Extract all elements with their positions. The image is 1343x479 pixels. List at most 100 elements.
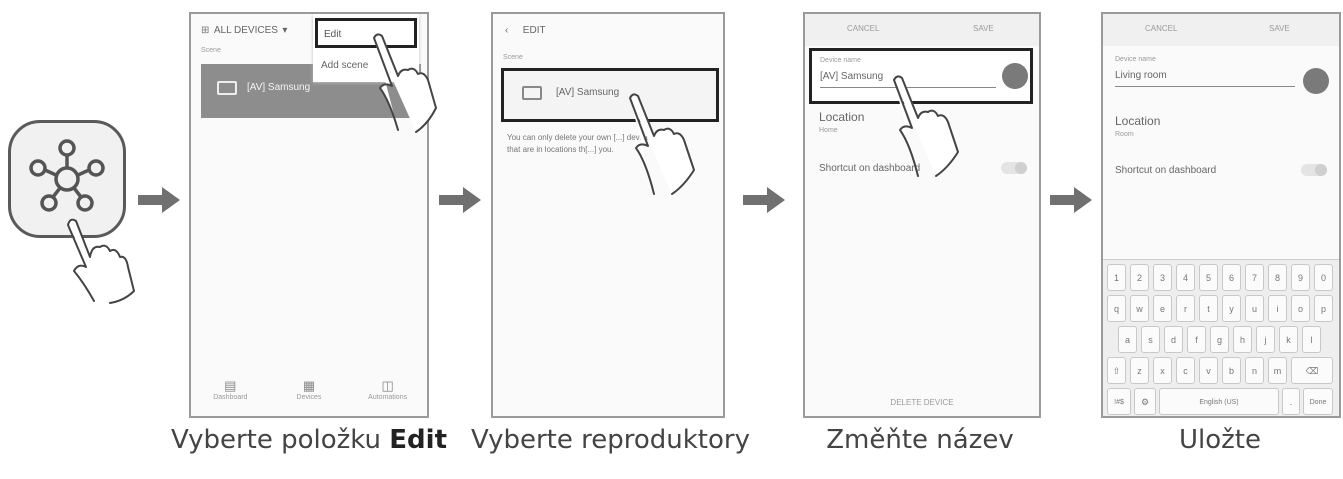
icon-button[interactable]: [1002, 63, 1028, 89]
symbols-key[interactable]: !#$: [1107, 388, 1131, 415]
key[interactable]: 9: [1291, 264, 1310, 291]
action-bar: CANCEL SAVE: [1103, 14, 1339, 46]
key[interactable]: d: [1164, 326, 1183, 353]
key[interactable]: q: [1107, 295, 1126, 322]
menu-item-add-scene[interactable]: Add scene: [321, 60, 369, 71]
cancel-button[interactable]: CANCEL: [847, 24, 880, 33]
key[interactable]: y: [1222, 295, 1241, 322]
icon-button[interactable]: [1303, 68, 1329, 94]
key[interactable]: g: [1210, 326, 1229, 353]
key[interactable]: o: [1291, 295, 1310, 322]
caption-step-3: Změňte název: [826, 425, 1014, 455]
field-label: Device name: [1115, 56, 1156, 63]
key[interactable]: x: [1153, 357, 1172, 384]
menu-item-edit[interactable]: Edit: [315, 18, 417, 48]
key[interactable]: z: [1130, 357, 1149, 384]
all-devices-header[interactable]: ⊞ ALL DEVICES ▾: [201, 20, 287, 38]
edit-title: EDIT: [522, 25, 546, 36]
settings-icon[interactable]: ⚙: [1134, 388, 1156, 415]
key[interactable]: j: [1256, 326, 1275, 353]
field-label: Device name: [820, 57, 861, 64]
key[interactable]: s: [1141, 326, 1160, 353]
caption-bold: Edit: [389, 425, 448, 455]
period-key[interactable]: .: [1282, 388, 1300, 415]
tv-icon: [217, 81, 237, 95]
nav-dashboard[interactable]: ▤Dashboard: [200, 378, 260, 401]
shortcut-toggle[interactable]: [1301, 164, 1327, 176]
key[interactable]: i: [1268, 295, 1287, 322]
delete-note: You can only delete your own [...] devic…: [507, 133, 654, 154]
section-label: Scene: [503, 54, 523, 61]
arrow-right-icon: [439, 187, 481, 213]
backspace-key[interactable]: ⌫: [1291, 357, 1333, 384]
key[interactable]: t: [1199, 295, 1218, 322]
field-underline: [1115, 86, 1295, 87]
key[interactable]: 7: [1245, 264, 1264, 291]
bottom-nav: ▤Dashboard ▦Devices ◫Automations: [191, 378, 427, 401]
key[interactable]: n: [1245, 357, 1264, 384]
device-name-input[interactable]: Living room: [1115, 70, 1167, 81]
automations-icon: ◫: [381, 378, 394, 393]
nav-devices[interactable]: ▦Devices: [279, 378, 339, 401]
shortcut-label: Shortcut on dashboard: [819, 163, 921, 174]
arrow-right-icon: [743, 187, 785, 213]
key[interactable]: 0: [1314, 264, 1333, 291]
nav-label: Automations: [368, 394, 408, 401]
screen-save: CANCEL SAVE Device name Living room Loca…: [1101, 12, 1341, 418]
key[interactable]: 2: [1130, 264, 1149, 291]
smartthings-icon: [29, 139, 105, 212]
shortcut-label: Shortcut on dashboard: [1115, 165, 1217, 176]
location-value[interactable]: Home: [819, 127, 838, 134]
device-card-selected[interactable]: [AV] Samsung: [501, 68, 719, 122]
shift-key[interactable]: ⇧: [1107, 357, 1126, 384]
delete-device-button[interactable]: DELETE DEVICE: [890, 398, 954, 407]
key[interactable]: b: [1222, 357, 1241, 384]
tv-icon: [522, 86, 542, 100]
key[interactable]: h: [1233, 326, 1252, 353]
dashboard-icon: ▤: [224, 378, 237, 393]
key[interactable]: 1: [1107, 264, 1126, 291]
key[interactable]: 5: [1199, 264, 1218, 291]
edit-header: ‹ EDIT: [505, 20, 546, 38]
key[interactable]: c: [1176, 357, 1195, 384]
location-value[interactable]: Room: [1115, 131, 1134, 138]
key[interactable]: u: [1245, 295, 1264, 322]
device-name: [AV] Samsung: [247, 82, 311, 93]
key[interactable]: v: [1199, 357, 1218, 384]
key[interactable]: l: [1302, 326, 1321, 353]
key[interactable]: e: [1153, 295, 1172, 322]
field-underline: [820, 87, 996, 88]
key[interactable]: f: [1187, 326, 1206, 353]
arrow-right-icon: [1050, 187, 1092, 213]
key[interactable]: r: [1176, 295, 1195, 322]
device-name-input[interactable]: [AV] Samsung: [820, 71, 884, 82]
key[interactable]: k: [1279, 326, 1298, 353]
space-key[interactable]: English (US): [1159, 388, 1279, 415]
cancel-button[interactable]: CANCEL: [1145, 24, 1178, 33]
key[interactable]: 6: [1222, 264, 1241, 291]
key[interactable]: 3: [1153, 264, 1172, 291]
keyboard: 1 2 3 4 5 6 7 8 9 0 q w e r t y u i o p …: [1103, 259, 1339, 416]
key[interactable]: 8: [1268, 264, 1287, 291]
nav-automations[interactable]: ◫Automations: [358, 378, 418, 401]
arrow-right-icon: [138, 187, 180, 213]
header-title: ALL DEVICES: [213, 25, 278, 36]
save-button[interactable]: SAVE: [1269, 24, 1290, 33]
key[interactable]: a: [1118, 326, 1137, 353]
caption-step-1: Vyberte položku Edit: [168, 425, 450, 455]
key[interactable]: 4: [1176, 264, 1195, 291]
devices-icon: ▦: [302, 378, 316, 393]
shortcut-toggle[interactable]: [1001, 162, 1027, 174]
tapping-hand-icon: [893, 75, 959, 177]
key[interactable]: w: [1130, 295, 1149, 322]
done-key[interactable]: Done: [1303, 388, 1333, 415]
key[interactable]: p: [1314, 295, 1333, 322]
smartthings-app-icon[interactable]: [8, 120, 126, 238]
screen-rename: CANCEL SAVE Device name [AV] Samsung Loc…: [803, 12, 1041, 418]
save-button[interactable]: SAVE: [973, 24, 994, 33]
nav-label: Dashboard: [213, 394, 248, 401]
caption-step-2: Vyberte reproduktory: [471, 425, 750, 455]
key[interactable]: m: [1268, 357, 1287, 384]
tapping-hand-icon: [373, 33, 437, 133]
back-icon[interactable]: ‹: [505, 25, 509, 36]
